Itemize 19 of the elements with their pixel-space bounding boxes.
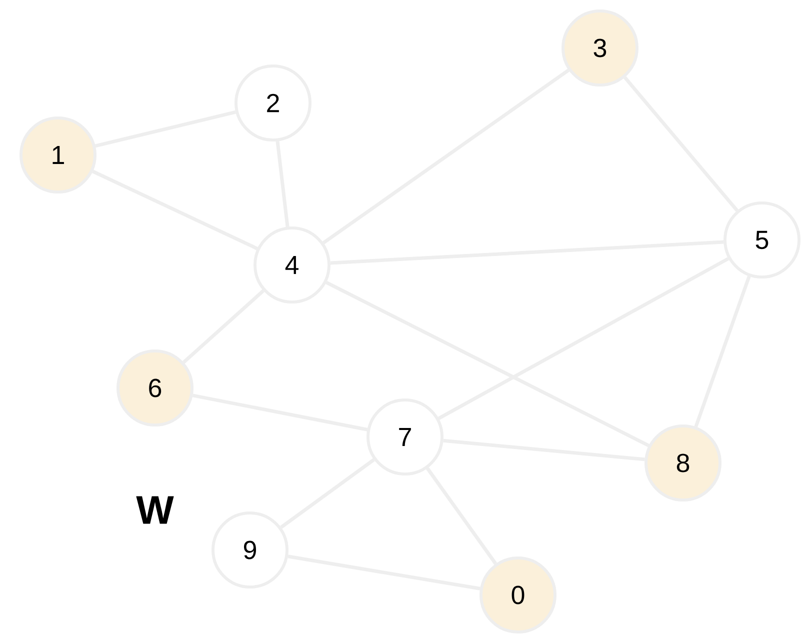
circle-node: 1 (20, 116, 96, 194)
edge-line (182, 289, 265, 364)
circle-node: 4 (254, 226, 330, 304)
edge-line (624, 76, 739, 212)
circle-node: 9 (212, 512, 288, 588)
circle-node: 6 (116, 350, 194, 426)
circle-node: 8 (644, 424, 722, 502)
edge-line (322, 68, 570, 244)
edge-line (326, 280, 650, 448)
circle-node: 7 (366, 398, 444, 476)
edge-line (92, 170, 258, 250)
edge-line (694, 276, 751, 428)
circle-node: 3 (562, 10, 638, 86)
circle-node: 2 (234, 64, 312, 142)
edge-line (426, 467, 498, 565)
letter-label: W (136, 496, 174, 524)
edge-line (192, 394, 368, 432)
circle-node: 5 (724, 202, 800, 278)
circle-node: 0 (480, 556, 556, 634)
